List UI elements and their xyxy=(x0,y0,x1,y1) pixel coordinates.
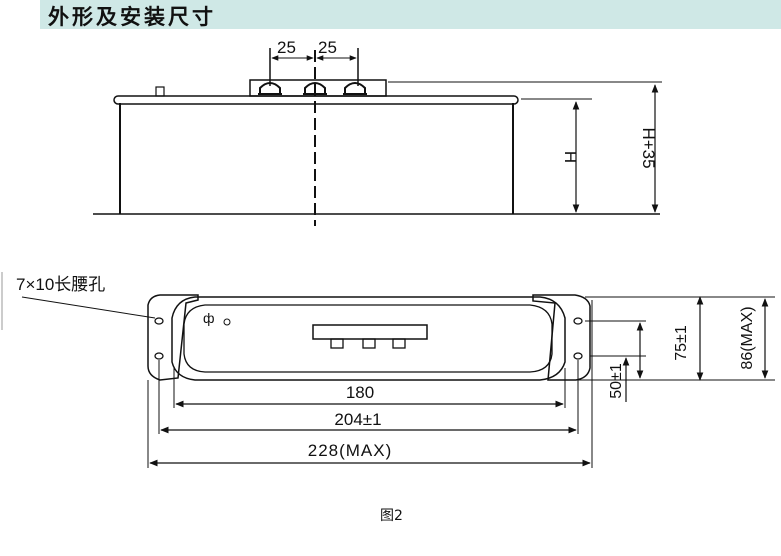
slot-hole-right-bottom xyxy=(573,352,583,360)
dim-label-86: 86(MAX) xyxy=(739,306,756,369)
body-outline-outer xyxy=(171,296,566,381)
dim-label-180: 180 xyxy=(346,383,374,402)
left-mounting-flange xyxy=(147,294,199,381)
side-view-labels: 25 25 H H+35 xyxy=(277,38,658,169)
section-title: 外形及安装尺寸 xyxy=(48,5,216,29)
callout-leader xyxy=(21,296,156,319)
slot-hole-right-top xyxy=(573,317,583,325)
right-mounting-flange xyxy=(532,294,591,381)
dim-label-50: 50±1 xyxy=(608,363,625,399)
section-header: 外形及安装尺寸 xyxy=(40,0,781,29)
dim-label-204: 204±1 xyxy=(334,410,381,429)
lid-screw xyxy=(155,86,165,97)
slot-hole-left-top xyxy=(154,317,164,325)
top-view xyxy=(21,294,775,468)
capacitor-body xyxy=(119,103,514,214)
terminal-symbol-circle xyxy=(223,318,231,326)
terminal-block xyxy=(249,79,387,97)
slot-hole-left-bottom xyxy=(154,352,164,360)
dim-label-75: 75±1 xyxy=(673,325,690,361)
dim-label-h35: H+35 xyxy=(639,127,658,168)
dim-label-25-right: 25 xyxy=(318,38,337,57)
dim-label-h: H xyxy=(561,151,580,163)
dim-label-228: 228(MAX) xyxy=(308,441,393,460)
terminal-block-top xyxy=(312,324,428,340)
body-outline-inner xyxy=(183,304,553,373)
figure-caption: 图2 xyxy=(380,508,403,524)
terminal-symbol: ф xyxy=(203,310,215,326)
side-view xyxy=(93,48,662,226)
terminal-posts xyxy=(258,82,367,95)
dim-label-25-left: 25 xyxy=(277,38,296,57)
callout-slot-label: 7×10长腰孔 xyxy=(16,275,105,294)
top-view-labels: 7×10长腰孔 ф 180 204±1 228(MAX) 50±1 75±1 8… xyxy=(16,275,756,460)
